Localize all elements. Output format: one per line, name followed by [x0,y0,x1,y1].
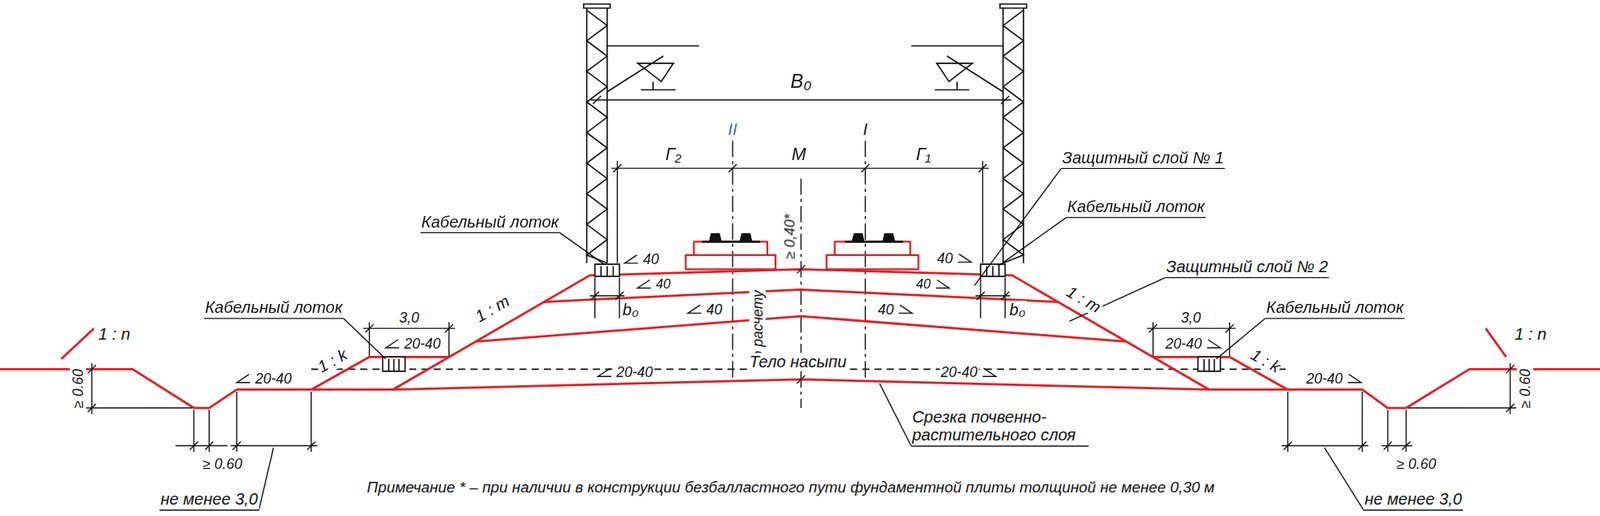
cable-tray [382,356,406,372]
dimension-label: не менее 3,0 [159,490,259,509]
slope-label: 40 [705,300,724,318]
slope-label: 40 [876,300,895,318]
slope-label: 20-40 [615,364,654,381]
slope-label: 20-40 [403,335,442,353]
slope-mark [637,279,651,288]
slope-label: 20-40 [939,364,979,381]
cantilever [607,45,700,92]
mast-lattice [586,10,608,264]
slope-mark [1347,374,1361,383]
slope-label: 40 [915,277,933,293]
cable-tray [980,264,1005,277]
dimension-label: не менее 3,0 [1363,490,1463,509]
slope-mark [598,368,612,377]
slope-mark [1207,339,1221,348]
dimension-label: Г₁ [914,144,932,166]
slope-mark [982,368,996,377]
slope-ratio: 1 : m [471,291,514,328]
leader-line [159,509,259,511]
leader-line [343,318,386,360]
slope-label: 20-40 [254,370,293,387]
leader-line [974,168,1062,286]
slope-mark [386,339,400,348]
dimension-label: b₀ [1008,300,1027,320]
dimension-line [591,95,1012,105]
callout-label: Кабельный лоток [1265,298,1405,318]
callout-label: Кабельный лоток [1066,197,1206,217]
dimension-label: ≥ 0.60 [201,456,244,473]
rail [708,233,895,242]
slope-mark [236,374,250,383]
dimension-line [1147,322,1236,357]
region-label: Тело насыпи [748,352,848,372]
cantilever [911,45,1004,92]
slope-ratio: 1 : k [1246,344,1285,378]
ditch [0,369,1600,409]
catenary-mast [583,4,1027,264]
leader-line [1165,277,1329,279]
callout-label: Кабельный лоток [204,298,344,318]
leader-line [879,383,912,447]
callout-label: Защитный слой № 2 [1165,257,1329,277]
dimension-line [175,410,228,453]
dimension-label: ≥ 0.60 [1395,456,1437,473]
leader-line [420,232,560,234]
callout-label: Срезка почвенно-растительного слоя [911,408,1089,446]
dimension-line [85,363,192,415]
dimension-label: 3,0 [1179,308,1202,326]
slope-label: 20-40 [1164,335,1203,353]
leader-line [1066,217,1206,218]
axis-label: II [726,120,739,140]
slope-ratio: 1 : k [313,344,353,378]
dimension-line [589,277,1010,318]
axis-label: I [861,120,869,140]
leader-line [258,447,274,511]
dimension-label: b₀ [621,300,640,320]
leader-line [1265,317,1405,319]
dimension-line [1408,363,1517,415]
leader-line [911,445,1089,447]
slope-mark [898,304,912,314]
slope-label: 40 [654,277,672,293]
track-axis [732,140,866,409]
slope-label: 40 [935,249,954,266]
soil-cut-line [392,379,1209,391]
dimension-label: ≥ 0.60 [1516,368,1533,410]
slope-ratio: 1 : n [97,325,132,344]
leader-line [1363,509,1463,511]
leader-line [560,232,605,265]
dimension-line [1281,391,1369,453]
callout-label: Защитный слой № 1 [1060,148,1225,168]
leader-line [1060,168,1225,170]
slope-ratio: 1 : m [1062,282,1105,318]
slope-label: 40 [642,251,661,268]
slope-mark [624,255,638,264]
slope-mark [935,279,949,288]
ballast-prism [685,241,918,270]
slope-mark [687,304,701,314]
embankment-outline [392,269,1209,390]
callout-label: Кабельный лоток [420,213,560,232]
dimension-label: 3,0 [398,308,421,326]
leader-line [204,317,344,319]
dimension-label: ≥ 0,40* [781,213,798,261]
sleeper [702,240,904,244]
slope-label: 20-40 [1304,370,1344,387]
dimension-line [1381,410,1413,453]
protective-layer-2 [475,316,1127,342]
slope-mark [957,254,971,263]
leader-line [1324,447,1364,511]
dimension-line [611,160,989,264]
dimension-label: М [791,144,808,166]
dimension-label: B₀ [789,70,813,93]
dimension-label: Г₂ [664,144,683,166]
note-text: Примечание * – при наличии в конструкции… [365,478,1216,497]
cable-tray [595,264,620,277]
dimension-line [230,391,318,453]
leader-line [997,217,1066,267]
slope-ratio: 1 : n [1513,325,1548,344]
dimension-label: ≥ 0.60 [69,368,86,410]
mast-lattice [1003,10,1024,264]
